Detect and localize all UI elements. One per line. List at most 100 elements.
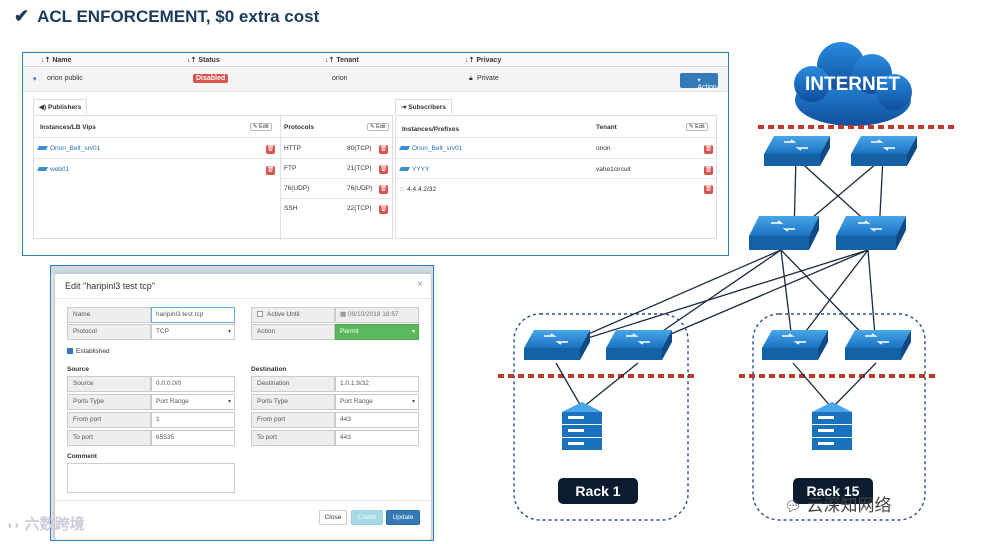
edit-protocols-button[interactable]: ✎ Edit [367,123,389,131]
protocol-name: HTTP [284,145,301,152]
subscribers-tenant-header: Tenant [596,124,617,131]
delete-icon[interactable]: 🗑︎ [704,166,713,175]
tab-subscribers[interactable]: ⇥ Subscribers [395,99,452,114]
close-icon[interactable]: × [417,279,423,290]
lock-icon: 🔒︎ [469,75,473,82]
edit-subscribers-button[interactable]: ✎ Edit [686,123,708,131]
protocol-name: SSH [284,205,298,212]
protocol-port: 21(TCP) [347,165,372,172]
switch-icon [524,330,590,360]
column-header-status[interactable]: ↓⇡ Status [187,57,220,64]
internet-cloud-icon [794,42,912,126]
source-to-port-input[interactable]: 65535 [151,430,235,446]
source-input[interactable]: 0.0.0.0/0 [151,376,235,392]
protocol-port: 76(UDP) [347,185,373,192]
destination-to-port-input[interactable]: 443 [335,430,419,446]
rack15-boundary [752,313,926,521]
edit-instances-button[interactable]: ✎ Edit [250,123,272,131]
action-label: Action [251,324,335,340]
source-ports-type-select[interactable]: Port Range [151,394,235,410]
list-item[interactable]: Orion_Belt_srv01 [37,145,100,152]
subscribers-instances-header: Instances/Prefixes [402,126,460,133]
subscriber-tenant: vahe1circuit [596,166,631,173]
established-checkbox[interactable]: Established [67,348,110,355]
tab-publishers[interactable]: ◀) Publishers [33,99,88,114]
destination-ports-type-label: Ports Type [251,394,335,410]
delete-icon[interactable]: 🗑︎ [379,205,388,214]
publishers-protocols-header: Protocols [284,124,314,131]
table-row[interactable]: ▾ orion public Disabled orion 🔒︎ Private… [23,68,728,92]
switch-icon [836,216,906,250]
column-header-privacy[interactable]: ↓⇡ Privacy [465,57,502,64]
switch-icon [749,216,819,250]
active-until-checkbox[interactable]: Active Until [251,307,335,323]
switch-icon [606,330,672,360]
destination-input[interactable]: 1.0.1.9/32 [335,376,419,392]
protocol-label: Protocol [67,324,151,340]
list-item[interactable]: web01 [37,166,69,173]
watermark-left: ◖◗ 六数跨境 [6,516,85,533]
expand-caret-icon[interactable]: ▾ [33,76,37,83]
list-item[interactable]: Orion_Belt_srv01 [399,145,462,152]
background-strip [51,266,433,274]
source-from-port-label: From port [67,412,151,428]
update-button[interactable]: Update [386,510,420,525]
delete-icon[interactable]: 🗑︎ [379,185,388,194]
name-input[interactable]: haripinl3 test tcp [151,307,235,323]
protocol-select[interactable]: TCP [151,324,235,340]
acl-table-header: ↓⇡ Name ↓⇡ Status ↓⇡ Tenant ↓⇡ Privacy [23,53,728,67]
subscriber-tenant: orion [596,145,611,152]
watermark-right: 💬︎ 云深知网络 [784,496,892,515]
delete-icon[interactable]: 🗑︎ [704,145,713,154]
network-diagram [498,42,956,521]
instance-icon [37,167,48,172]
network-links [555,157,884,409]
destination-to-port-label: To port [251,430,335,446]
delete-icon[interactable]: 🗑︎ [704,185,713,194]
list-item[interactable]: ⁝⁝4.4.4.2/32 [400,186,437,193]
logo-icon: ◖◗ [6,518,21,532]
destination-ports-type-select[interactable]: Port Range [335,394,419,410]
delete-icon[interactable]: 🗑︎ [266,145,275,154]
switch-icon [851,136,917,166]
publishers-box: Instances/LB Vips ✎ Edit Protocols ✎ Edi… [33,115,394,240]
action-dropdown-button[interactable]: Action ▾ [680,73,718,91]
protocol-name: FTP [284,165,297,172]
instance-icon [37,146,48,151]
close-button[interactable]: Close [319,510,347,525]
protocol-port: 22(TCP) [347,205,372,212]
destination-from-port-input[interactable]: 443 [335,412,419,428]
prefix-grid-icon: ⁝⁝ [400,186,405,193]
delete-icon[interactable]: 🗑︎ [379,145,388,154]
acl-table-panel: ↓⇡ Name ↓⇡ Status ↓⇡ Tenant ↓⇡ Privacy ▾… [22,52,729,256]
rack15-label: Rack 15 [793,478,873,504]
slide-title-text: ACL ENFORCEMENT, $0 extra cost [37,6,320,26]
switch-icon [764,136,830,166]
check-button[interactable]: Check [351,510,383,525]
comment-textarea[interactable] [67,463,235,493]
delete-icon[interactable]: 🗑︎ [266,166,275,175]
source-label: Source [67,376,151,392]
destination-label: Destination [251,376,335,392]
status-badge: Disabled [193,74,229,83]
row-privacy: Private [477,75,499,82]
delete-icon[interactable]: 🗑︎ [379,165,388,174]
source-ports-type-label: Ports Type [67,394,151,410]
server-icon [812,402,852,450]
internet-label: INTERNET [805,74,900,95]
column-header-name[interactable]: ↓⇡ Name [41,57,72,64]
column-header-tenant[interactable]: ↓⇡ Tenant [325,57,359,64]
checkmark-icon: ✔ [14,6,30,26]
rack1-boundary [513,313,689,521]
instance-icon [399,167,410,172]
server-icon [562,402,602,450]
edit-rule-modal: Edit "haripinl3 test tcp" × Name haripin… [55,274,431,540]
protocol-name: 76(UDP) [284,185,310,192]
action-select[interactable]: Permit [335,324,419,340]
list-item[interactable]: YYYY [399,166,429,173]
source-from-port-input[interactable]: 1 [151,412,235,428]
modal-title: Edit "haripinl3 test tcp" [65,281,155,291]
rack1-label: Rack 1 [558,478,638,504]
publishers-instances-header: Instances/LB Vips [40,124,96,131]
wechat-icon: 💬︎ [784,498,802,514]
